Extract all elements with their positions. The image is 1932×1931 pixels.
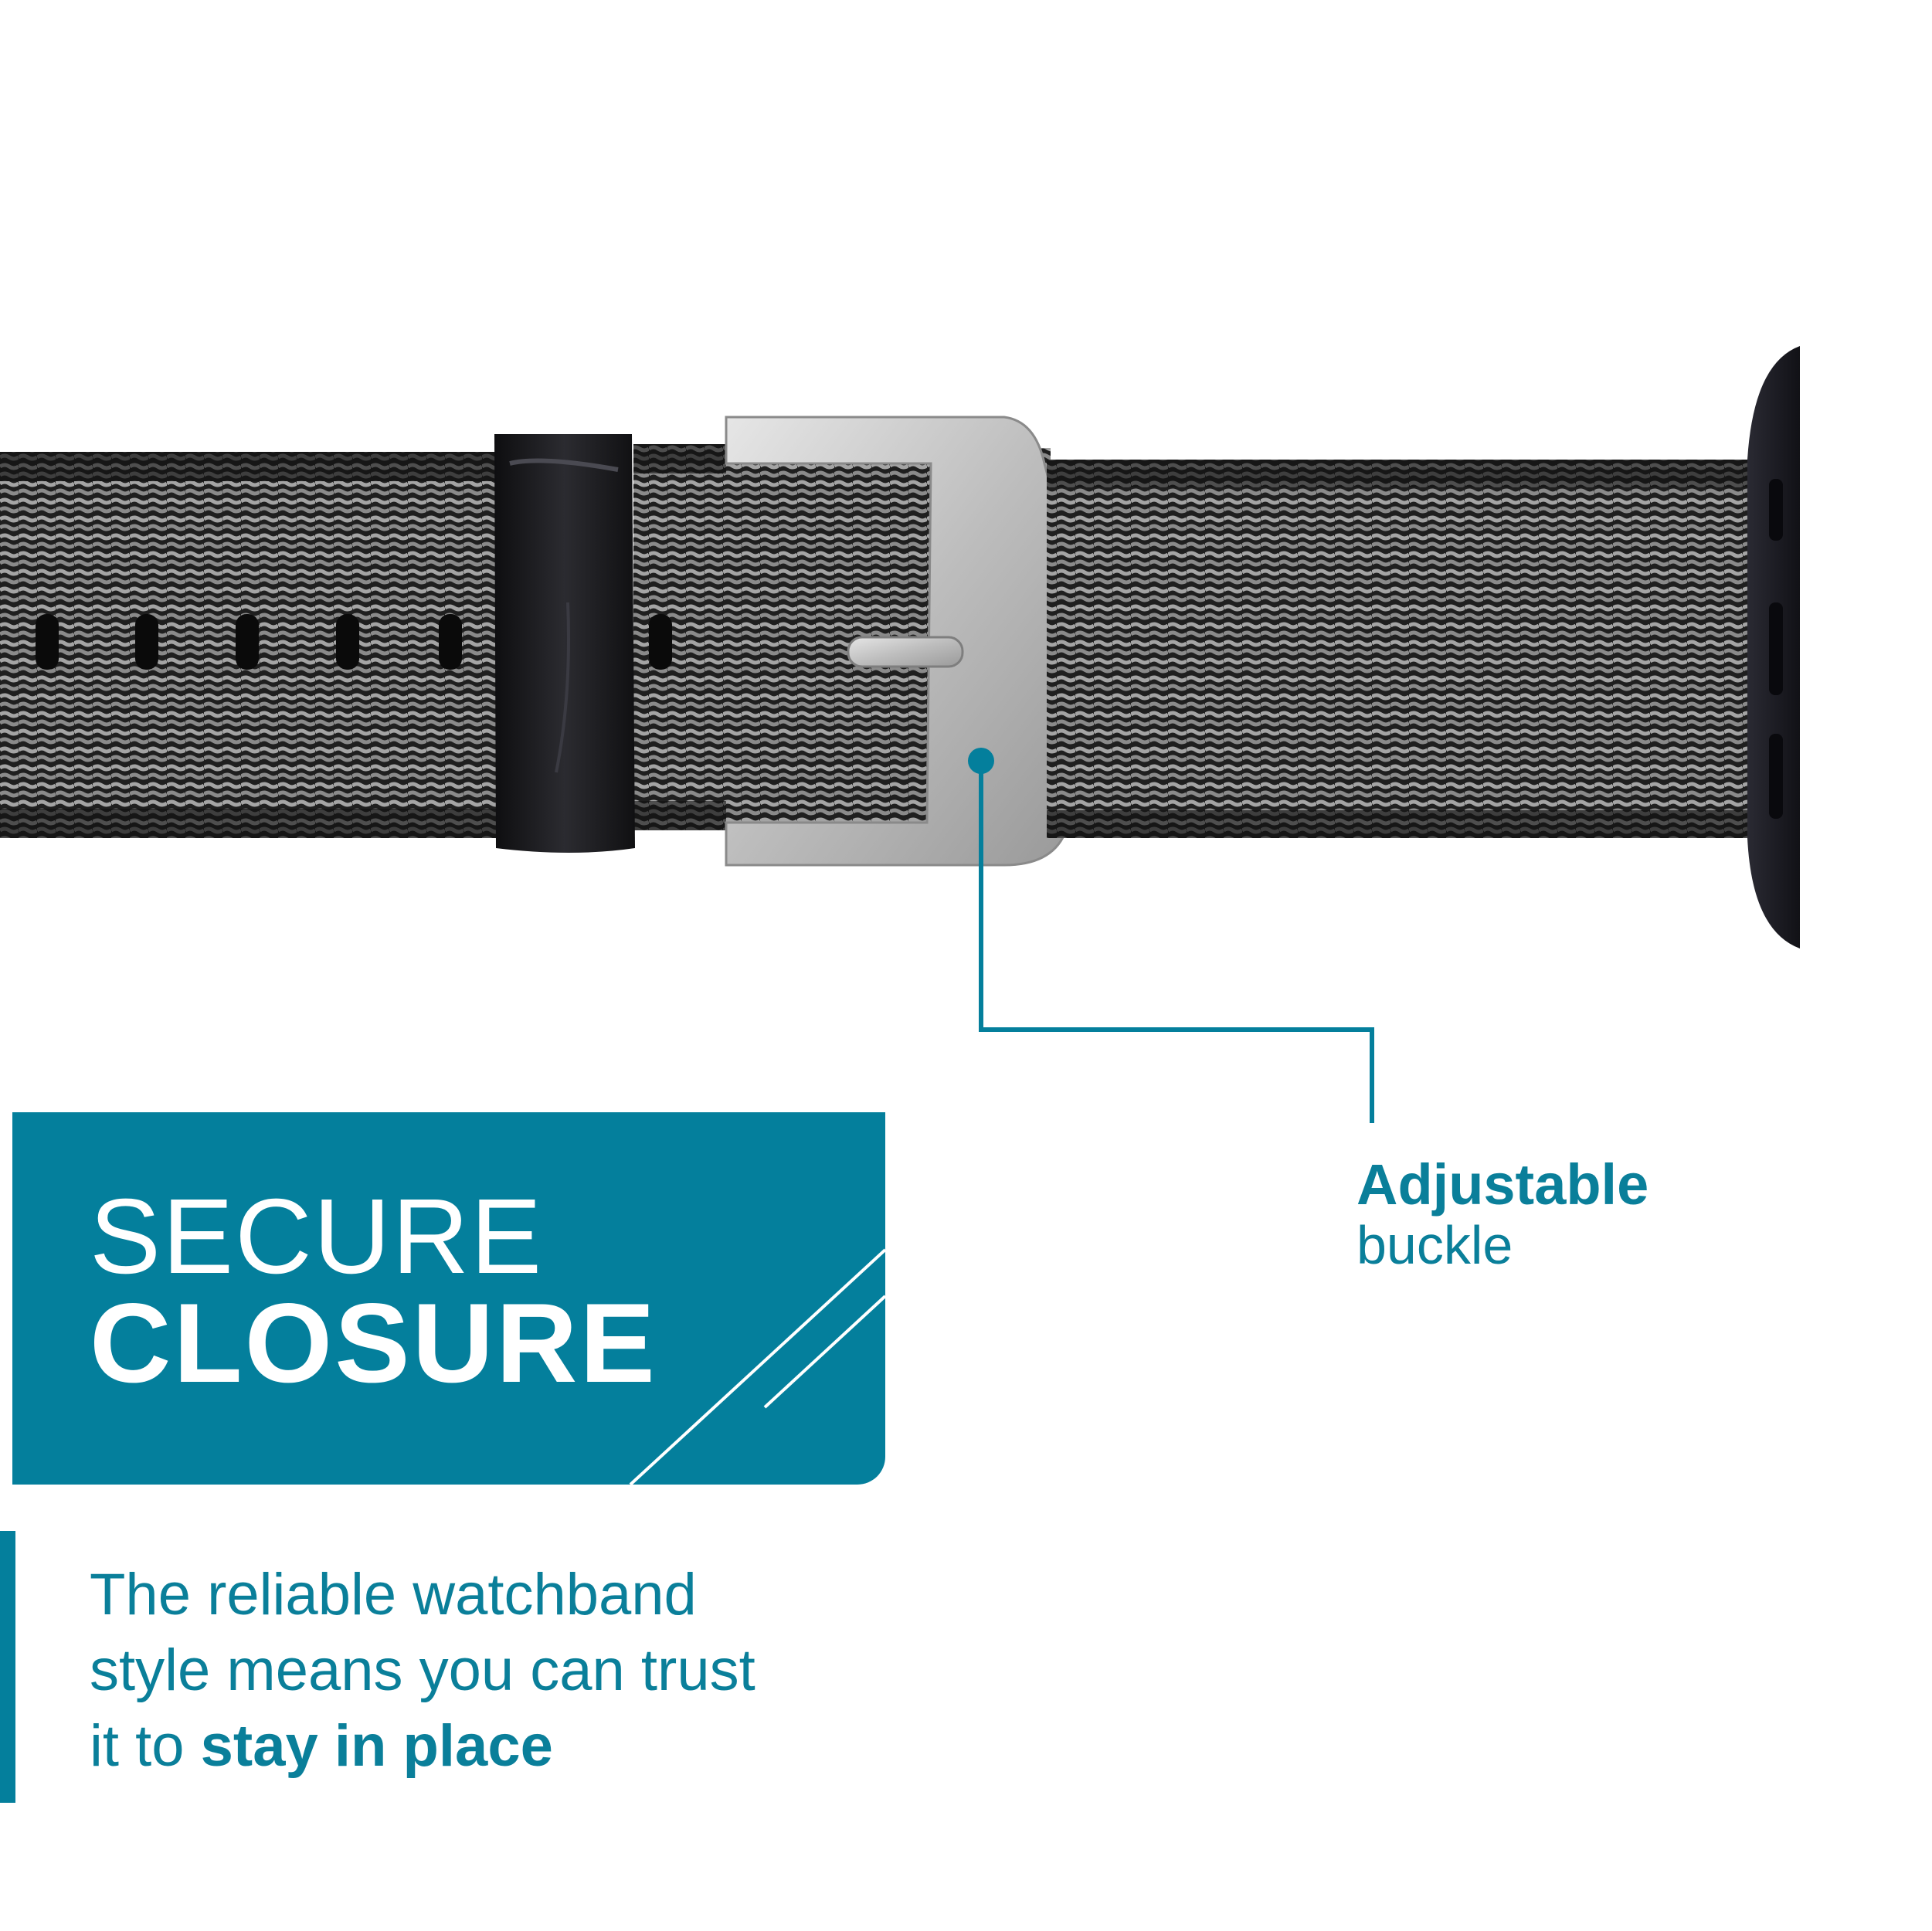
description-line-1: The reliable watchband — [90, 1562, 697, 1627]
watch-connector-icon — [1747, 346, 1800, 949]
description-text: The reliable watchband style means you c… — [90, 1557, 939, 1784]
headline-banner: SECURE CLOSURE — [12, 1112, 885, 1485]
description-line-2: style means you can trust — [90, 1637, 755, 1703]
description-line-3-prefix: it to — [90, 1713, 201, 1779]
description-line-3-bold: stay in place — [200, 1713, 553, 1779]
accent-bar — [0, 1531, 15, 1803]
callout-title: Adjustable — [1356, 1152, 1649, 1217]
buckle-callout: Adjustable buckle — [1356, 1152, 1649, 1275]
callout-pointer — [968, 748, 1374, 1123]
keeper-loop-icon — [494, 434, 635, 853]
headline-closure: CLOSURE — [90, 1280, 657, 1406]
callout-subtitle: buckle — [1356, 1215, 1513, 1275]
strap-icon — [0, 444, 771, 838]
diagonal-lines-icon — [629, 1248, 885, 1485]
strap-right — [1047, 460, 1750, 838]
headline-secure: SECURE — [90, 1177, 544, 1296]
